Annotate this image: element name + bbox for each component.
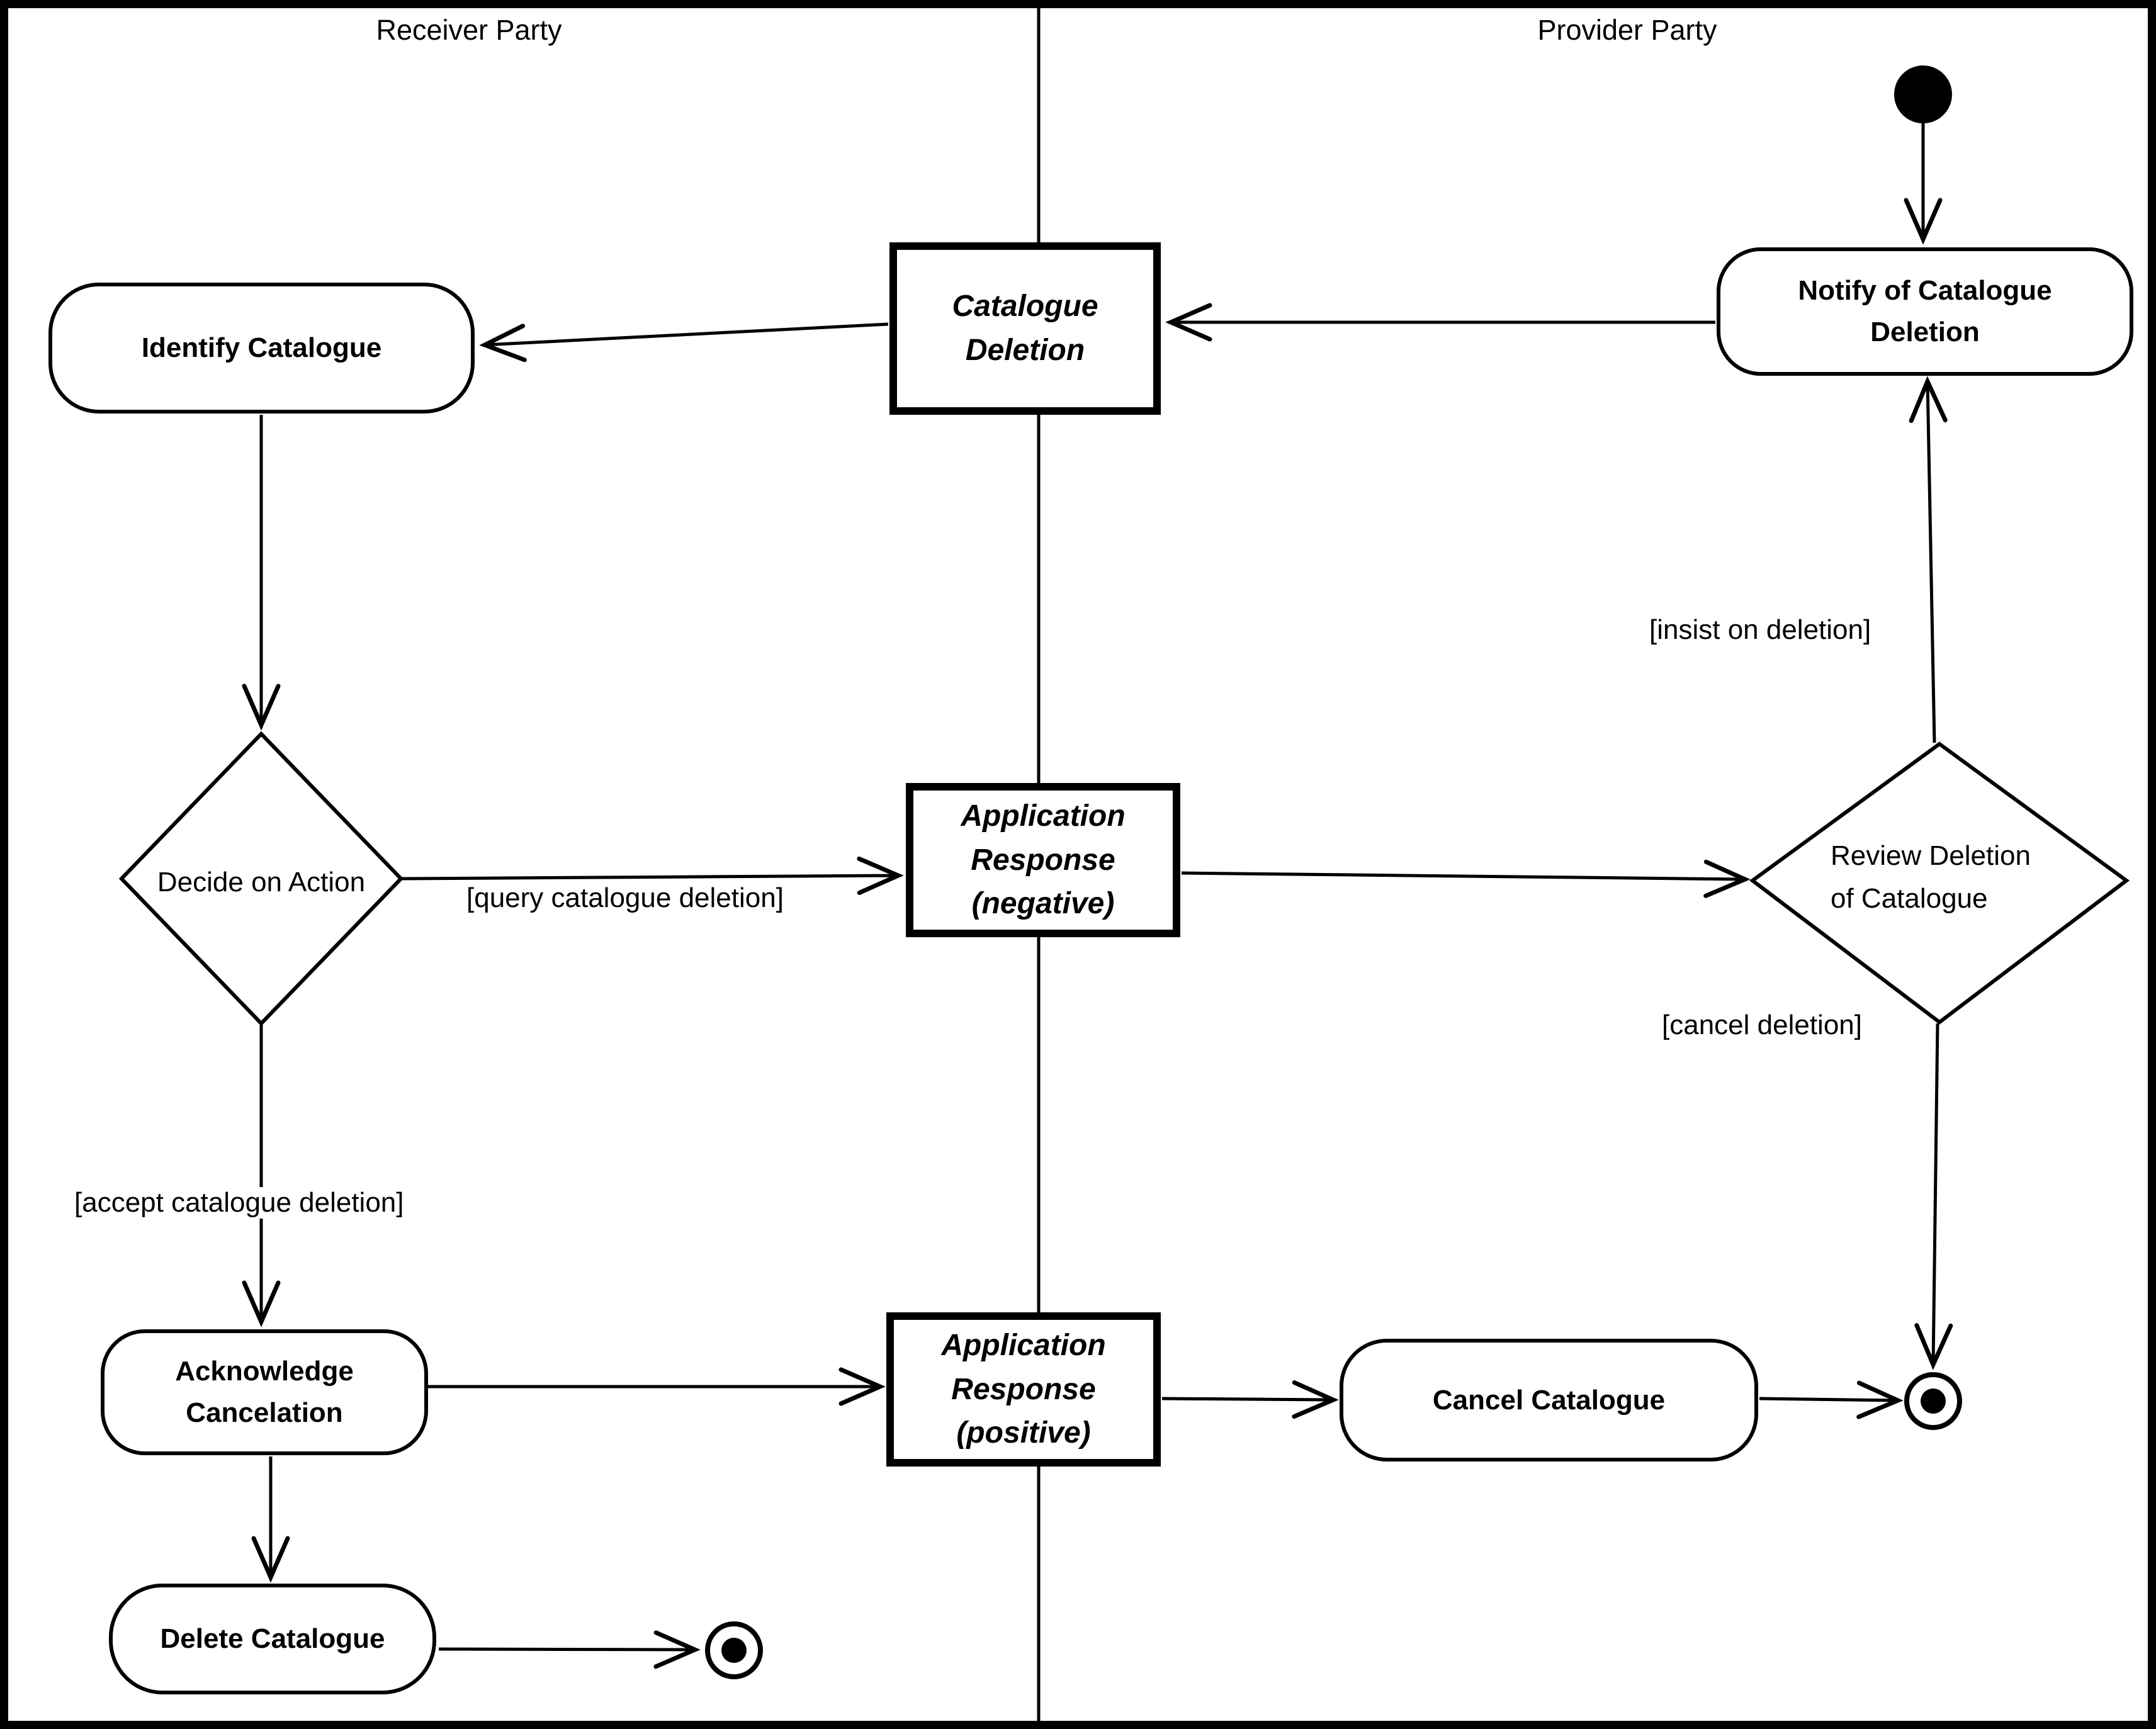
decision-diamond-review-deletion <box>1749 741 2130 1025</box>
initial-node <box>1894 65 1952 123</box>
decision-label-decide-on-action: Decide on Action <box>157 867 366 898</box>
edge-decide-to-app-negative <box>402 856 904 895</box>
edge-review-to-notify-insist <box>1909 376 1948 743</box>
edge-cancel-to-final <box>1759 1380 1904 1419</box>
guard-query-catalogue-deletion: [query catalogue deletion] <box>461 882 789 914</box>
final-node-bottom <box>705 1621 763 1679</box>
edge-delete-to-final <box>438 1630 701 1669</box>
final-node-bottom-dot <box>721 1638 747 1663</box>
node-notify-of-catalogue-deletion: Notify of Catalogue Deletion <box>1717 247 2133 376</box>
edge-catalogue-deletion-to-identify <box>479 322 889 363</box>
edge-review-to-final-cancel <box>1914 1023 1953 1370</box>
node-cancel-catalogue: Cancel Catalogue <box>1340 1339 1758 1461</box>
guard-insist-on-deletion: [insist on deletion] <box>1644 614 1877 646</box>
node-delete-catalogue: Delete Catalogue <box>109 1584 436 1694</box>
lane-header-receiver-party: Receiver Party <box>376 14 562 46</box>
node-application-response-positive: Application Response (positive) <box>886 1312 1161 1467</box>
node-acknowledge-cancelation: Acknowledge Cancelation <box>101 1329 428 1455</box>
final-node-right-dot <box>1921 1388 1946 1414</box>
edge-app-negative-to-review <box>1181 859 1751 898</box>
final-node-right <box>1904 1372 1962 1430</box>
node-catalogue-deletion-signal: Catalogue Deletion <box>889 242 1161 415</box>
node-application-response-negative: Application Response (negative) <box>906 783 1180 937</box>
decision-diamond-decide-on-action <box>118 731 404 1027</box>
node-identify-catalogue: Identify Catalogue <box>48 283 475 414</box>
guard-accept-catalogue-deletion: [accept catalogue deletion] <box>69 1187 409 1219</box>
edge-app-positive-to-cancel <box>1161 1380 1339 1419</box>
lane-header-provider-party: Provider Party <box>1537 14 1717 46</box>
guard-cancel-deletion: [cancel deletion] <box>1657 1010 1867 1041</box>
decision-label-review-deletion: Review Deletion of Catalogue <box>1831 840 2031 915</box>
